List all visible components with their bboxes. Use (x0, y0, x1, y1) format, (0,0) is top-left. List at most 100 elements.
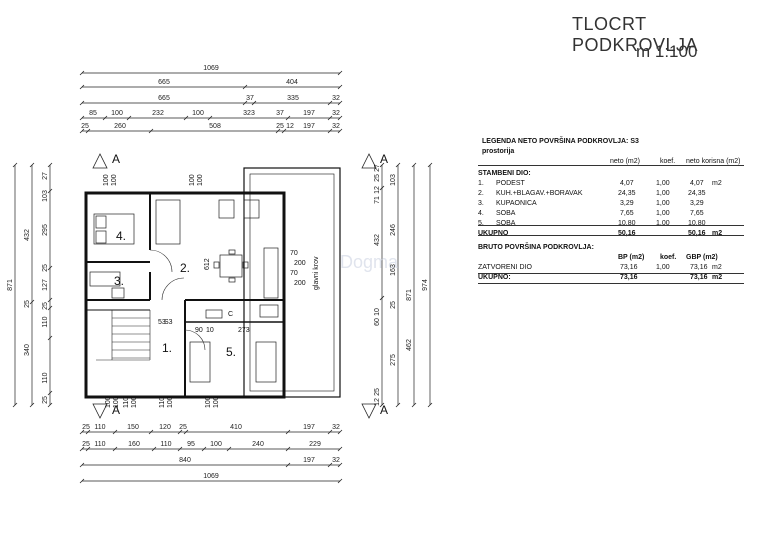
dimension-label: 25 (82, 424, 90, 431)
dimension-label: 25 (374, 388, 381, 396)
dimension-label: 32 (332, 95, 340, 102)
dimension-label: 100 (192, 110, 204, 117)
dimension-label: 197 (303, 424, 315, 431)
dimension-label: 25 (82, 441, 90, 448)
dimension-label: 1069 (203, 473, 219, 480)
building-walls (84, 167, 341, 399)
plan-annotation: 100 (131, 396, 138, 408)
col-header-korisna: neto korisna (m2) (686, 158, 741, 165)
dimension-label: 404 (286, 79, 298, 86)
staircase (96, 310, 151, 361)
dimension-label: 100 (210, 441, 222, 448)
plan-annotation: 100 (205, 396, 212, 408)
area-legend-table: LEGENDA NETO POVRŠINA PODKROVLJA: S3 pro… (478, 137, 748, 284)
dimension-label: 37 (276, 110, 284, 117)
dimension-label: 12 (374, 186, 381, 194)
dimension-label: 25 (390, 301, 397, 309)
dimension-label: 160 (128, 441, 140, 448)
dimension-label: 275 (390, 354, 397, 366)
section-mark-bottom-right: A (380, 403, 388, 417)
dimension-label: 323 (243, 110, 255, 117)
dimension-label: 871 (406, 289, 413, 301)
plan-annotation: 200 (294, 280, 306, 287)
dimension-label: 32 (332, 424, 340, 431)
dimension-label: 260 (114, 123, 126, 130)
dimension-label: 32 (332, 110, 340, 117)
plan-annotation: 100 (105, 396, 112, 408)
dimension-label: 100 (111, 110, 123, 117)
dimension-label: 25 (42, 302, 49, 310)
plan-annotation: 273 (238, 327, 250, 334)
dimension-label: 27 (374, 164, 381, 172)
roof-label: glavni krov (313, 256, 320, 290)
dimension-label: 32 (332, 457, 340, 464)
plan-annotation: 100 (113, 396, 120, 408)
bruto-total-row: UKUPNO: 73,16 73,16 m2 (478, 274, 723, 281)
section-marks (92, 153, 377, 419)
plan-annotation: 100 (189, 174, 196, 186)
room-label-4: 4. (116, 229, 126, 243)
dimension-label: 60 (374, 318, 381, 326)
dimension-label: 665 (158, 79, 170, 86)
dimension-label: 12 (374, 398, 381, 406)
dimension-label: 1069 (203, 65, 219, 72)
dimension-label: 103 (42, 190, 49, 202)
dimension-label: 25 (276, 123, 284, 130)
dimension-label: 197 (303, 123, 315, 130)
dimension-label: 246 (390, 224, 397, 236)
section-mark-top-right: A (380, 152, 388, 166)
plan-annotation: S3 (164, 319, 173, 326)
dimension-label: 110 (42, 316, 49, 327)
dimension-label: 71 (374, 196, 381, 204)
dimension-label: 95 (187, 441, 195, 448)
dimension-label: 12 (286, 123, 294, 130)
dimension-label: 25 (24, 300, 31, 308)
dimension-label: 462 (406, 339, 413, 351)
dimension-label: 110 (94, 424, 105, 431)
dimension-label: 150 (127, 424, 139, 431)
col-header-bp: BP (m2) (618, 254, 645, 261)
dimension-label: 974 (422, 279, 429, 291)
plan-annotation: 110 (159, 397, 166, 408)
dimension-label: 85 (89, 110, 97, 117)
dimension-label: 229 (309, 441, 321, 448)
dimension-label: 25 (179, 424, 187, 431)
dimension-label: 25 (374, 174, 381, 182)
dimension-label: 120 (159, 424, 171, 431)
dimension-label: 110 (94, 441, 105, 448)
plan-annotation: C (228, 311, 233, 318)
dimension-label: 25 (81, 123, 89, 130)
dimension-label: 25 (42, 396, 49, 404)
dimension-label: 127 (42, 279, 49, 291)
door-swings (149, 249, 206, 351)
col-header-koef: koef. (660, 158, 676, 165)
dimension-label: 110 (42, 372, 49, 383)
dimension-label: 240 (252, 441, 264, 448)
plan-annotation: 100 (197, 174, 204, 186)
dimension-label: 432 (24, 229, 31, 241)
furniture (89, 199, 279, 383)
legend-header-room: prostorija (482, 148, 515, 155)
dimension-label: 37 (246, 95, 254, 102)
plan-annotation: 200 (294, 260, 306, 267)
dimension-label: 340 (24, 344, 31, 356)
dimension-label: 10 (374, 308, 381, 316)
dimension-label: 110 (160, 441, 171, 448)
plan-annotation: 100 (103, 174, 110, 186)
plan-annotation: 100 (213, 396, 220, 408)
bruto-row: ZATVORENI DIO 73,16 1,00 73,16 m2 (478, 264, 722, 271)
section-mark-bottom-left: A (112, 403, 120, 417)
dimension-label: 840 (179, 457, 191, 464)
plan-annotation: 612 (204, 258, 211, 270)
dimension-label: 32 (332, 123, 340, 130)
dimension-label: 665 (158, 95, 170, 102)
plan-annotation: 53 (158, 319, 166, 326)
section-bruto: BRUTO POVRŠINA PODKROVLJA: (478, 244, 594, 251)
dimension-label: 25 (42, 264, 49, 272)
